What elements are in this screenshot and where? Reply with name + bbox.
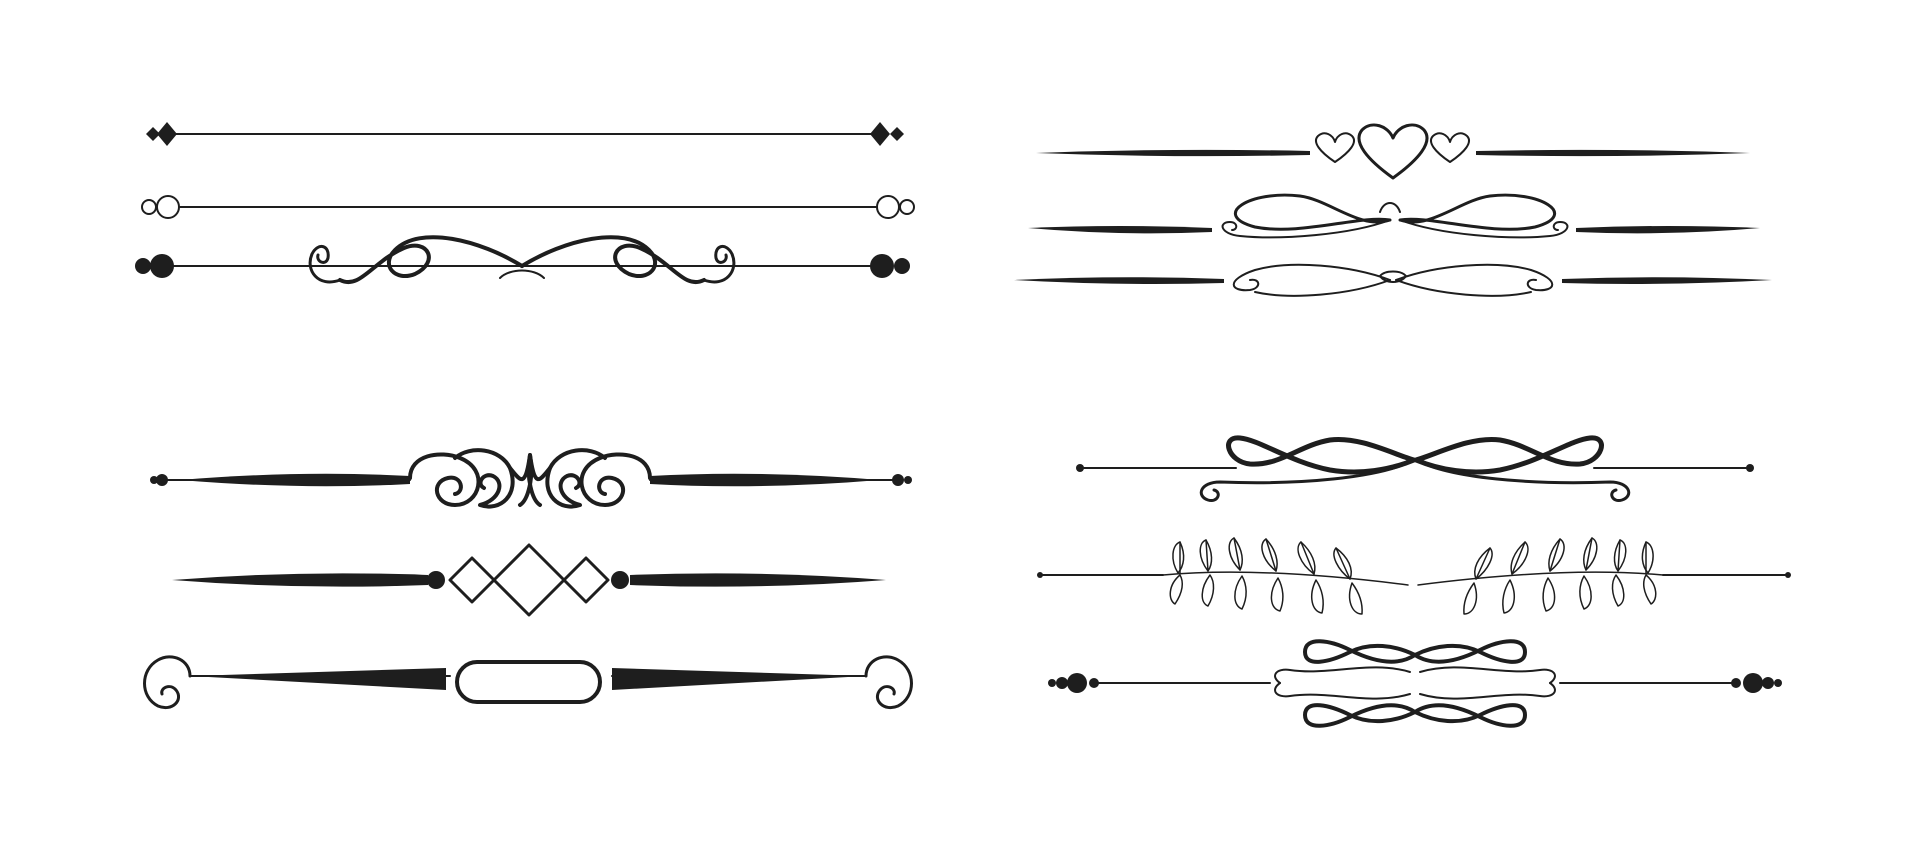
oval-plaque-divider [143, 655, 913, 709]
double-infinity-divider [1048, 639, 1782, 728]
heart-divider [1036, 123, 1750, 180]
dot-swirl-divider [135, 235, 910, 284]
circle-outline-line-divider [141, 195, 915, 219]
diamond-line-divider [146, 122, 904, 146]
infinity-loop-divider [1076, 435, 1754, 502]
laurel-branch-divider [1037, 537, 1791, 615]
spiral-flourish-divider [150, 448, 912, 509]
three-diamond-divider [172, 543, 886, 617]
thin-scroll-divider [1014, 263, 1772, 297]
infinity-scroll-divider [1028, 193, 1760, 239]
